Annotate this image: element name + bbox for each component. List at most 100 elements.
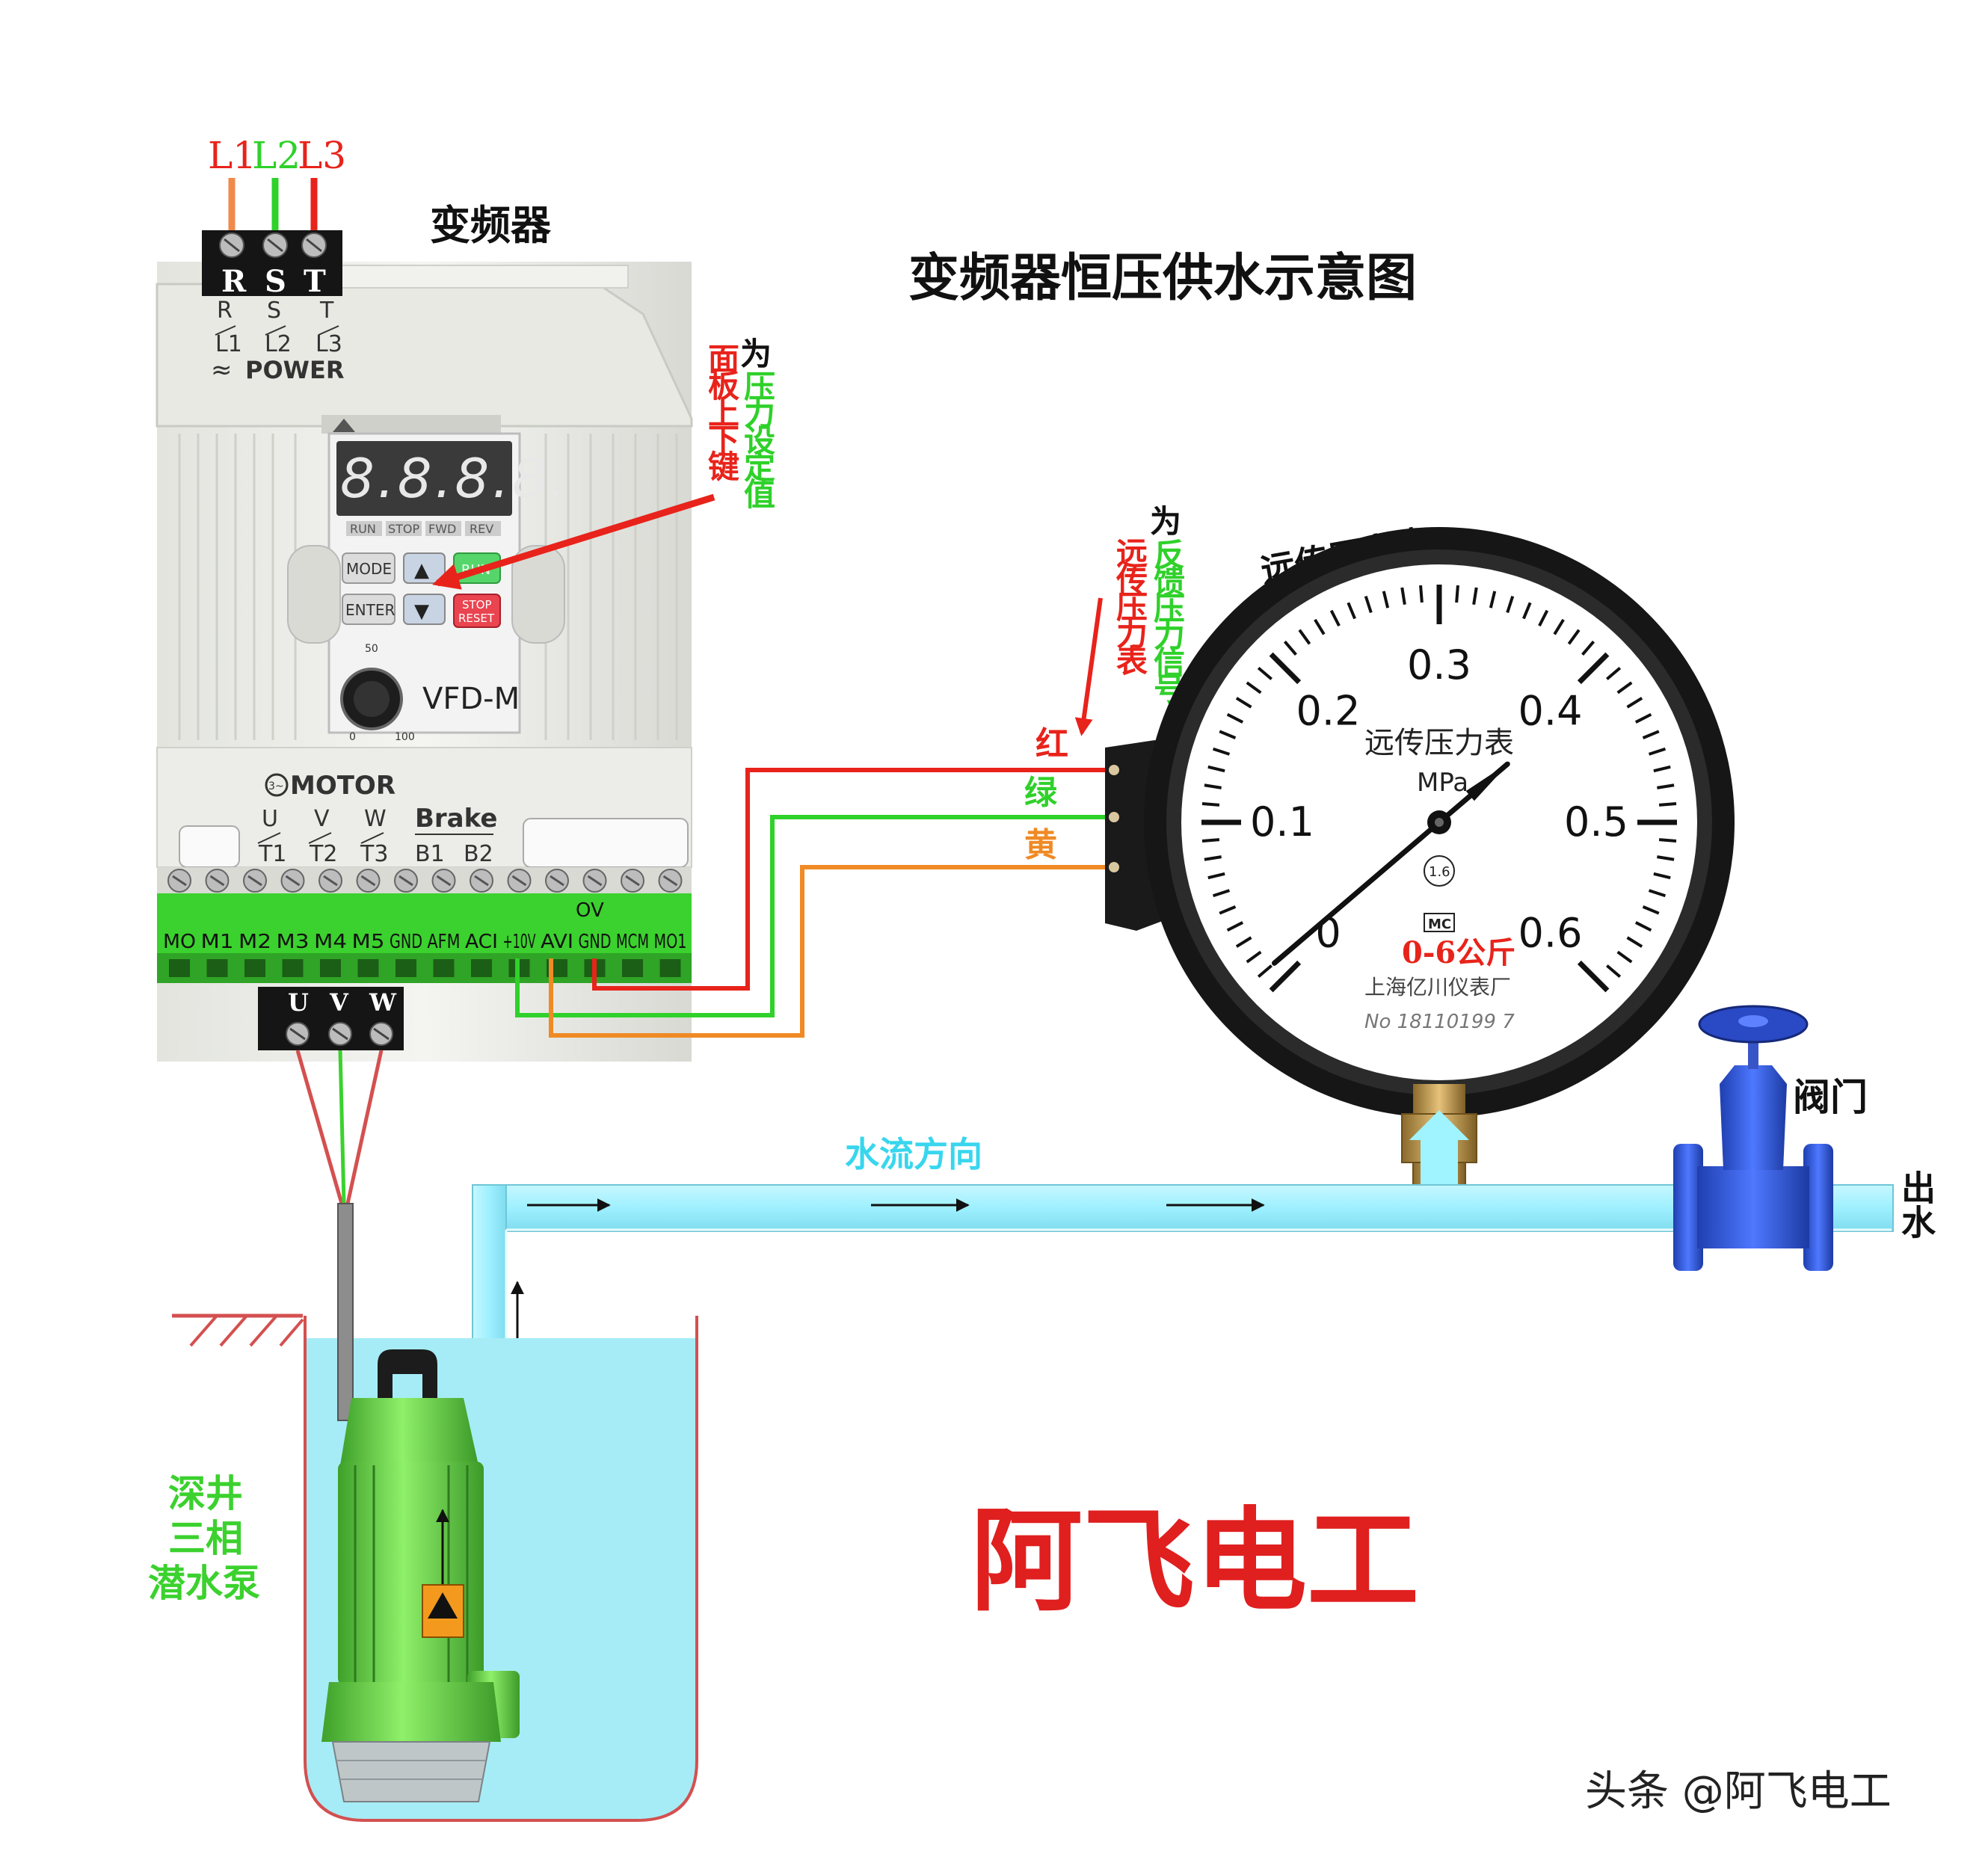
signal-wire-red [592,768,1118,991]
remote-pressure-gauge: 00.10.20.30.40.50.6 远传压力表 MPa 1.6 MC 0-6… [1105,527,1735,1197]
down-key[interactable] [403,594,446,625]
output-screws [286,1022,393,1046]
gauge-scale-label: 0.2 [1296,688,1361,735]
control-plug-hole [282,959,304,977]
gauge-minor-tick [1257,666,1272,680]
setpoint-green-text: 压力设定值 [739,370,776,509]
gauge-minor-tick [1329,609,1341,627]
valve-body [1697,1166,1809,1248]
gauge-class-text: 1.6 [1429,864,1450,880]
frequency-knob-cap [354,681,390,717]
control-plug-hole [320,959,341,977]
gauge-minor-tick [1298,629,1311,645]
motor-cable-w [345,1050,384,1204]
gauge-major-tick [1269,652,1302,685]
gauge-minor-tick [1207,765,1225,773]
ground-hatch [189,1314,304,1347]
svg-text:V: V [314,806,330,832]
wire-label-yellow: 黄 [1024,826,1057,864]
pump-label-line1: 深井 [168,1472,243,1515]
signal-wire-yellow [549,865,1118,1038]
led-display [336,441,512,516]
gauge-minor-tick [1235,697,1252,709]
setpoint-arrow [432,493,716,590]
control-screw-slot [398,875,413,887]
control-screw-slot [285,875,301,887]
motor-cable-v [338,1050,346,1204]
gauge-scale-label: 0.6 [1518,909,1583,956]
svg-text:STOP: STOP [388,522,420,536]
knob-scale-min: 0 [349,731,356,743]
control-terminal-label: MO [163,931,196,953]
setpoint-annotation: 为 压力设定值 面板上下键 [704,336,776,509]
enter-key[interactable] [342,594,396,625]
gauge-minor-tick [1212,889,1231,898]
gauge-maker: 上海亿川仪表厂 [1364,975,1511,1000]
gauge-minor-tick [1658,802,1677,807]
input-power-labels: L1 L2 L3 [208,134,346,177]
control-screw-slot [474,875,489,887]
setpoint-prefix: 为 [740,336,772,372]
gauge-minor-tick [1506,595,1515,614]
gauge-hub-cap [1435,818,1444,827]
control-screw-slot [247,875,262,887]
valve-handwheel-hub [1738,1015,1768,1027]
gauge-minor-tick [1347,602,1356,620]
control-plug-hole [357,959,379,977]
output-terminal-u: U [288,988,309,1017]
pump-label: 深井 三相 潜水泵 [148,1472,260,1605]
control-plug-row [157,953,692,983]
control-screw-slot [323,875,338,887]
gauge-minor-tick [1207,872,1225,880]
gauge-needle [1271,761,1510,966]
gauge-minor-tick [1648,747,1667,756]
reset-key-label: RESET [458,612,495,625]
gauge-minor-tick [1235,936,1252,948]
gauge-minor-tick [1246,681,1262,695]
control-screw-slot [550,875,564,887]
gauge-major-tick [1577,960,1610,993]
stop-reset-key[interactable] [453,594,501,628]
gauge-face-title: 远传压力表 [1364,726,1514,760]
gauge-minor-tick [1246,950,1262,964]
gauge-unit: MPa [1417,768,1468,798]
gauge-minor-tick [1226,712,1244,724]
gauge-minor-tick [1314,618,1326,635]
control-terminal-label: M1 [201,931,234,953]
output-terminal-v: V [329,988,349,1017]
gate-valve [1673,1005,1833,1271]
gauge-minor-tick [1489,591,1497,609]
signal-wire-green [515,815,1118,1017]
svg-text:T1: T1 [258,841,286,867]
pump-top [340,1398,478,1465]
gauge-minor-tick [1212,747,1231,756]
gauge-minor-tick [1626,697,1643,709]
control-terminal-label: ACI [465,931,498,953]
valve-flange-left [1673,1144,1703,1271]
ov-label: OV [576,899,604,922]
gauge-minor-tick [1219,730,1237,739]
vfd-top-ridge [313,265,629,289]
pump-base [321,1682,501,1742]
control-plug-hole [659,959,681,977]
control-terminal-label: AVI [541,931,573,953]
phase-label-l3: L3 [298,134,346,177]
gauge-minor-tick [1567,629,1581,645]
control-screw-slot [360,875,376,887]
gauge-minor-tick [1201,802,1220,807]
gauge-minor-tick [1657,855,1675,861]
pump-label-line3: 潜水泵 [148,1562,260,1605]
control-screws [167,869,683,893]
control-plug-hole [206,959,228,977]
control-screw-slot [587,875,603,887]
gauge-minor-tick [1553,618,1565,635]
gauge-cert-text: MC [1428,917,1451,932]
wire-label-red: 红 [1035,725,1068,763]
knob-scale-mid: 50 [365,643,378,655]
mode-key[interactable] [342,552,396,584]
control-plug-hole [169,959,190,977]
pump-ribs [354,1465,469,1682]
gauge-major-tick [1269,960,1302,993]
